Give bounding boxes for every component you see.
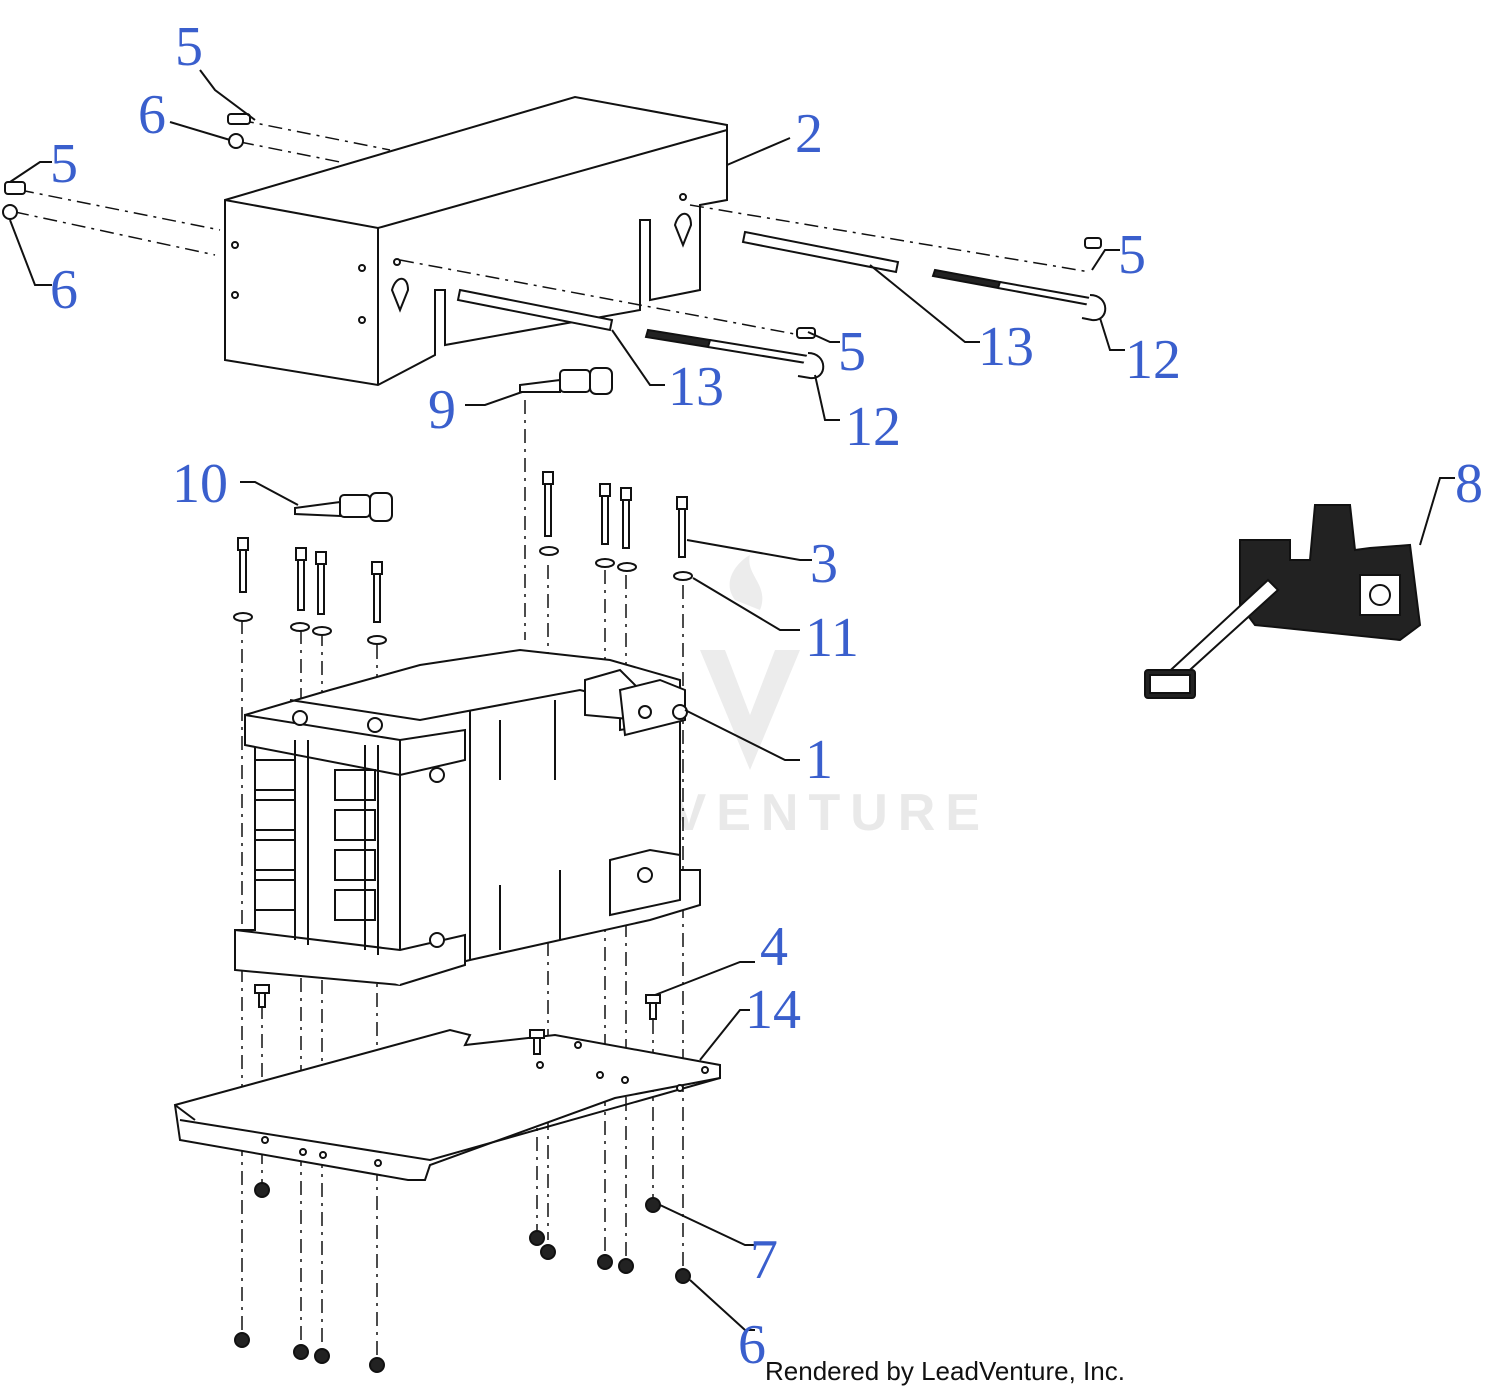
cable-9 [519,367,613,395]
j-bolts [644,237,1107,380]
render-credit: Rendered by LeadVenture, Inc. [765,1356,1125,1386]
fasteners-top-left [2,113,251,220]
callout-6-bottom: 6 [738,1314,766,1376]
callout-6-left: 6 [50,259,78,321]
spacer-tubes [456,230,900,332]
callout-13-right: 13 [978,316,1034,378]
callout-labels: 5 6 5 6 2 5 13 12 5 13 12 9 10 8 3 11 1 … [50,16,1483,1376]
nuts [234,1182,691,1373]
callout-2: 2 [795,103,823,165]
callout-6-top: 6 [138,84,166,146]
callout-5-right: 5 [1118,224,1146,286]
callout-12-right: 12 [1125,329,1181,391]
callout-7: 7 [750,1229,778,1291]
battery-module [234,648,701,987]
cable-10 [294,492,393,522]
bolts-and-washers [233,471,693,645]
callout-5-left: 5 [50,133,78,195]
callout-1: 1 [805,729,833,791]
callout-8: 8 [1455,453,1483,515]
watermark-logo-icon [700,555,800,770]
callout-5-top: 5 [175,16,203,78]
callout-4: 4 [760,916,788,978]
battery-cover [224,95,728,387]
callout-14: 14 [745,979,801,1041]
callout-11: 11 [805,607,859,669]
charger [1144,504,1422,699]
leader-lines [9,69,1455,1331]
callout-3: 3 [810,533,838,595]
callout-9: 9 [428,379,456,441]
callout-13-left: 13 [668,356,724,418]
callout-10: 10 [172,453,228,515]
battery-tray [173,1028,721,1181]
callout-12-left: 12 [845,396,901,458]
screws-4 [254,984,661,1055]
callout-5-middle: 5 [838,321,866,383]
